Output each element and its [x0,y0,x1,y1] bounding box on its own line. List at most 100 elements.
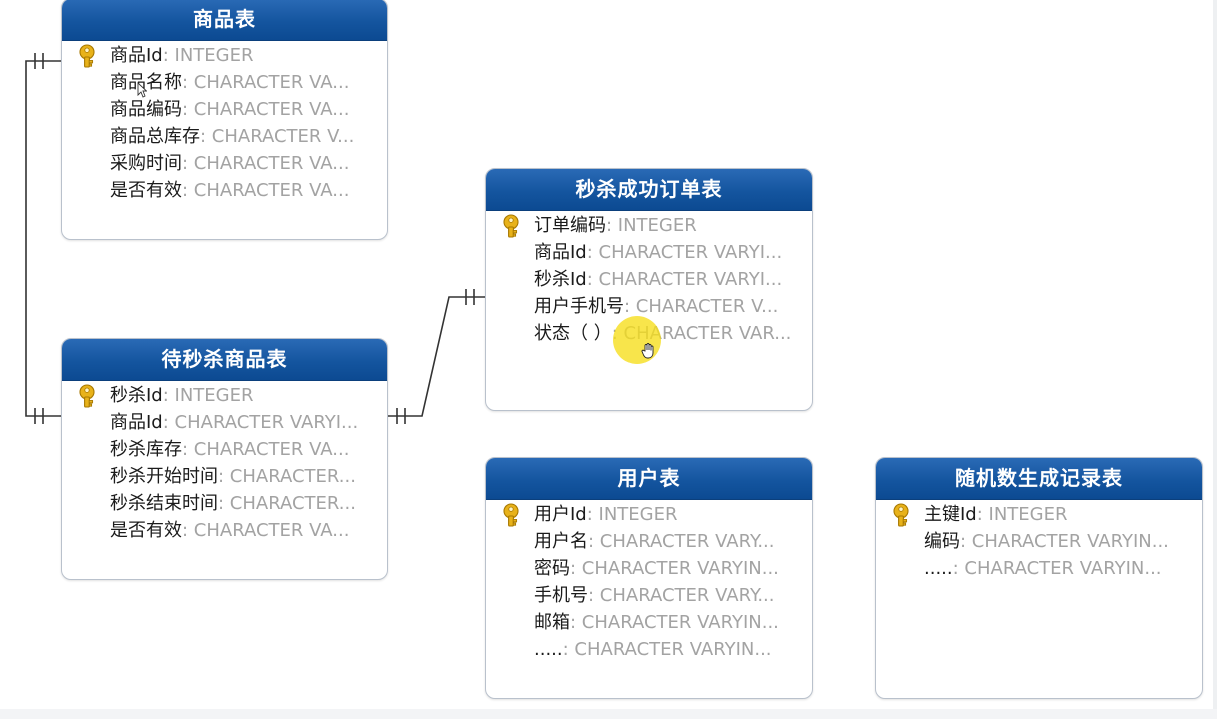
field-type: : CHARACTER... [218,466,356,487]
field-name: 订单编码 [534,215,606,236]
field-type: : CHARACTER VARYI... [162,412,359,433]
field-name: 商品编码 [110,99,182,120]
field-type: : INTEGER [162,45,254,66]
field-type: : CHARACTER VA... [182,180,350,201]
field-row[interactable]: 用户名: CHARACTER VARY... [486,528,812,555]
field-type: : INTEGER [586,504,678,525]
field-type: : INTEGER [606,215,697,236]
click-highlight [613,316,661,364]
field-row[interactable]: 编码: CHARACTER VARYIN... [876,528,1202,555]
key-icon [79,44,95,68]
field-name: 秒杀开始时间 [110,466,218,487]
field-row[interactable]: 商品总库存: CHARACTER V... [62,123,387,150]
entity-title: 商品表 [62,0,387,41]
field-type: : CHARACTER VARYIN... [570,612,779,633]
field-name: 主键Id [924,504,977,525]
field-type: : CHARACTER VARYIN... [952,558,1162,579]
field-name: 是否有效 [110,520,182,541]
field-type: : CHARACTER VA... [182,439,350,460]
field-row[interactable]: 是否有效: CHARACTER VA... [62,177,387,204]
field-row[interactable]: 秒杀库存: CHARACTER VA... [62,436,387,463]
field-type: : INTEGER [162,385,254,406]
field-type: : CHARACTER... [218,493,356,514]
field-type: : CHARACTER VARYIN... [570,558,779,579]
field-name: 商品总库存 [110,126,200,147]
field-type: : CHARACTER VA... [182,72,350,93]
primary-key-field[interactable]: 订单编码: INTEGER [486,212,812,239]
field-row[interactable]: 秒杀结束时间: CHARACTER... [62,490,387,517]
field-row[interactable]: .....: CHARACTER VARYIN... [876,555,1202,582]
field-name: 邮箱 [534,612,570,633]
field-name: 商品Id [110,412,163,433]
field-row[interactable]: 手机号: CHARACTER VARY... [486,582,812,609]
field-type: : CHARACTER VARYI... [586,269,783,290]
field-type: : CHARACTER VA... [182,99,350,120]
field-name: 密码 [534,558,570,579]
field-name: 商品Id [110,45,163,66]
field-row[interactable]: .....: CHARACTER VARYIN... [486,636,812,663]
field-name: 手机号 [534,585,588,606]
field-type: : CHARACTER VARY... [588,531,775,552]
field-name: 状态（ ） [534,323,612,344]
field-type: : CHARACTER V... [200,126,355,147]
field-name: 用户名 [534,531,588,552]
field-row[interactable]: 是否有效: CHARACTER VA... [62,517,387,544]
field-type: : CHARACTER VARYIN... [562,639,772,660]
relation-product-flash-product[interactable] [25,60,61,417]
key-icon [503,214,519,238]
field-row[interactable]: 采购时间: CHARACTER VA... [62,150,387,177]
field-row[interactable]: 用户手机号: CHARACTER V... [486,293,812,320]
field-name: ..... [534,639,563,660]
field-name: ..... [924,558,953,579]
arrow-cursor-icon [137,82,147,98]
field-row[interactable]: 商品Id: CHARACTER VARYI... [486,239,812,266]
field-name: 商品名称 [110,72,182,93]
field-name: 采购时间 [110,153,182,174]
primary-key-field[interactable]: 商品Id: INTEGER [62,42,387,69]
field-type: : CHARACTER VARYIN... [960,531,1169,552]
field-name: 秒杀Id [534,269,587,290]
field-name: 用户手机号 [534,296,624,317]
field-name: 是否有效 [110,180,182,201]
field-name: 编码 [924,531,960,552]
primary-key-field[interactable]: 主键Id: INTEGER [876,501,1202,528]
field-type: : INTEGER [976,504,1068,525]
primary-key-field[interactable]: 用户Id: INTEGER [486,501,812,528]
key-icon [503,503,519,527]
field-row[interactable]: 秒杀开始时间: CHARACTER... [62,463,387,490]
field-type: : CHARACTER VARY... [588,585,775,606]
field-name: 商品Id [534,242,587,263]
field-row[interactable]: 商品编码: CHARACTER VA... [62,96,387,123]
field-type: : CHARACTER V... [624,296,779,317]
field-row[interactable]: 秒杀Id: CHARACTER VARYI... [486,266,812,293]
field-row[interactable]: 商品Id: CHARACTER VARYI... [62,409,387,436]
field-name: 秒杀库存 [110,439,182,460]
field-name: 秒杀结束时间 [110,493,218,514]
field-name: 秒杀Id [110,385,163,406]
field-type: : CHARACTER VARYI... [586,242,783,263]
field-row[interactable]: 商品名称: CHARACTER VA... [62,69,387,96]
canvas-bottom-strip [0,709,1217,719]
key-icon [79,384,95,408]
canvas-right-edge [1213,0,1217,719]
key-icon [893,503,909,527]
field-name: 用户Id [534,504,587,525]
field-row[interactable]: 密码: CHARACTER VARYIN... [486,555,812,582]
primary-key-field[interactable]: 秒杀Id: INTEGER [62,382,387,409]
relation-flash-product-order[interactable] [387,296,485,417]
field-row[interactable]: 邮箱: CHARACTER VARYIN... [486,609,812,636]
entity-title: 待秒杀商品表 [62,339,387,381]
field-type: : CHARACTER VA... [182,153,350,174]
field-type: : CHARACTER VA... [182,520,350,541]
entity-title: 随机数生成记录表 [876,458,1202,500]
